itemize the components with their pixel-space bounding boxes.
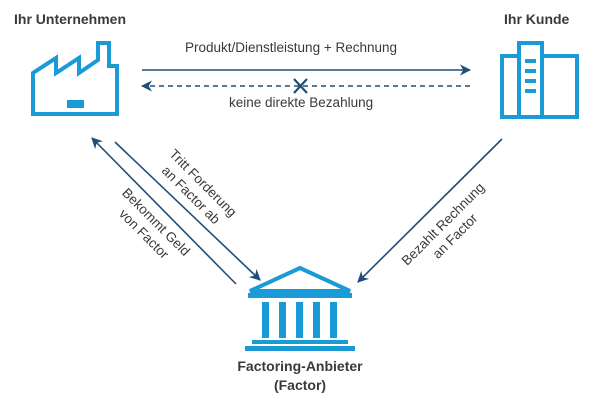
no-payment-label: keine direkte Bezahlung (229, 95, 374, 110)
factory-icon (31, 41, 119, 116)
office-building-icon (500, 41, 579, 119)
factor-title: Factoring-Anbieter (Factor) (200, 357, 400, 395)
factor-title-line1: Factoring-Anbieter (237, 358, 363, 374)
delivery-label: Produkt/Dienstleistung + Rechnung (185, 40, 398, 55)
customer-title: Ihr Kunde (504, 11, 570, 27)
arrow-receive-money (91, 137, 237, 285)
company-title: Ihr Unternehmen (14, 11, 127, 27)
factor-title-line2: (Factor) (273, 377, 327, 393)
arrow-assign-receivable (114, 141, 261, 281)
arrow-pay-invoice (357, 138, 503, 283)
cross-mark-icon (293, 78, 308, 94)
bank-building-icon (245, 265, 355, 351)
